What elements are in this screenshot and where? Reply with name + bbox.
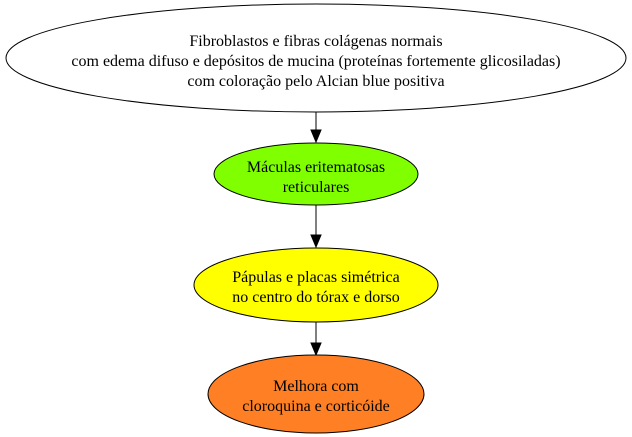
- edge-2: [310, 205, 322, 249]
- node-fibroblastos-line-3: com coloração pelo Alcian blue positiva: [187, 73, 444, 90]
- node-fibroblastos-shape: [5, 3, 627, 113]
- node-papulas-line-2: no centro do tórax e dorso: [232, 289, 400, 306]
- edge-3: [310, 322, 322, 357]
- node-fibroblastos: Fibroblastos e fibras colágenas normais …: [5, 3, 627, 113]
- node-papulas: Pápulas e placas simétrica no centro do …: [193, 247, 439, 323]
- node-papulas-shape: [193, 247, 439, 323]
- node-papulas-line-1: Pápulas e placas simétrica: [232, 269, 400, 286]
- node-melhora-line-2: cloroquina e corticóide: [242, 398, 390, 415]
- node-maculas-line-2: reticulares: [283, 179, 350, 196]
- node-maculas-shape: [213, 142, 419, 206]
- node-melhora: Melhora com cloroquina e corticóide: [207, 354, 425, 434]
- node-fibroblastos-line-1: Fibroblastos e fibras colágenas normais: [189, 33, 442, 50]
- node-fibroblastos-line-2: com edema difuso e depósitos de mucina (…: [71, 53, 560, 70]
- node-maculas-line-1: Máculas eritematosas: [247, 159, 385, 176]
- node-melhora-line-1: Melhora com: [273, 378, 359, 395]
- node-maculas: Máculas eritematosas reticulares: [213, 142, 419, 206]
- edge-1: [310, 112, 322, 144]
- node-melhora-shape: [207, 354, 425, 434]
